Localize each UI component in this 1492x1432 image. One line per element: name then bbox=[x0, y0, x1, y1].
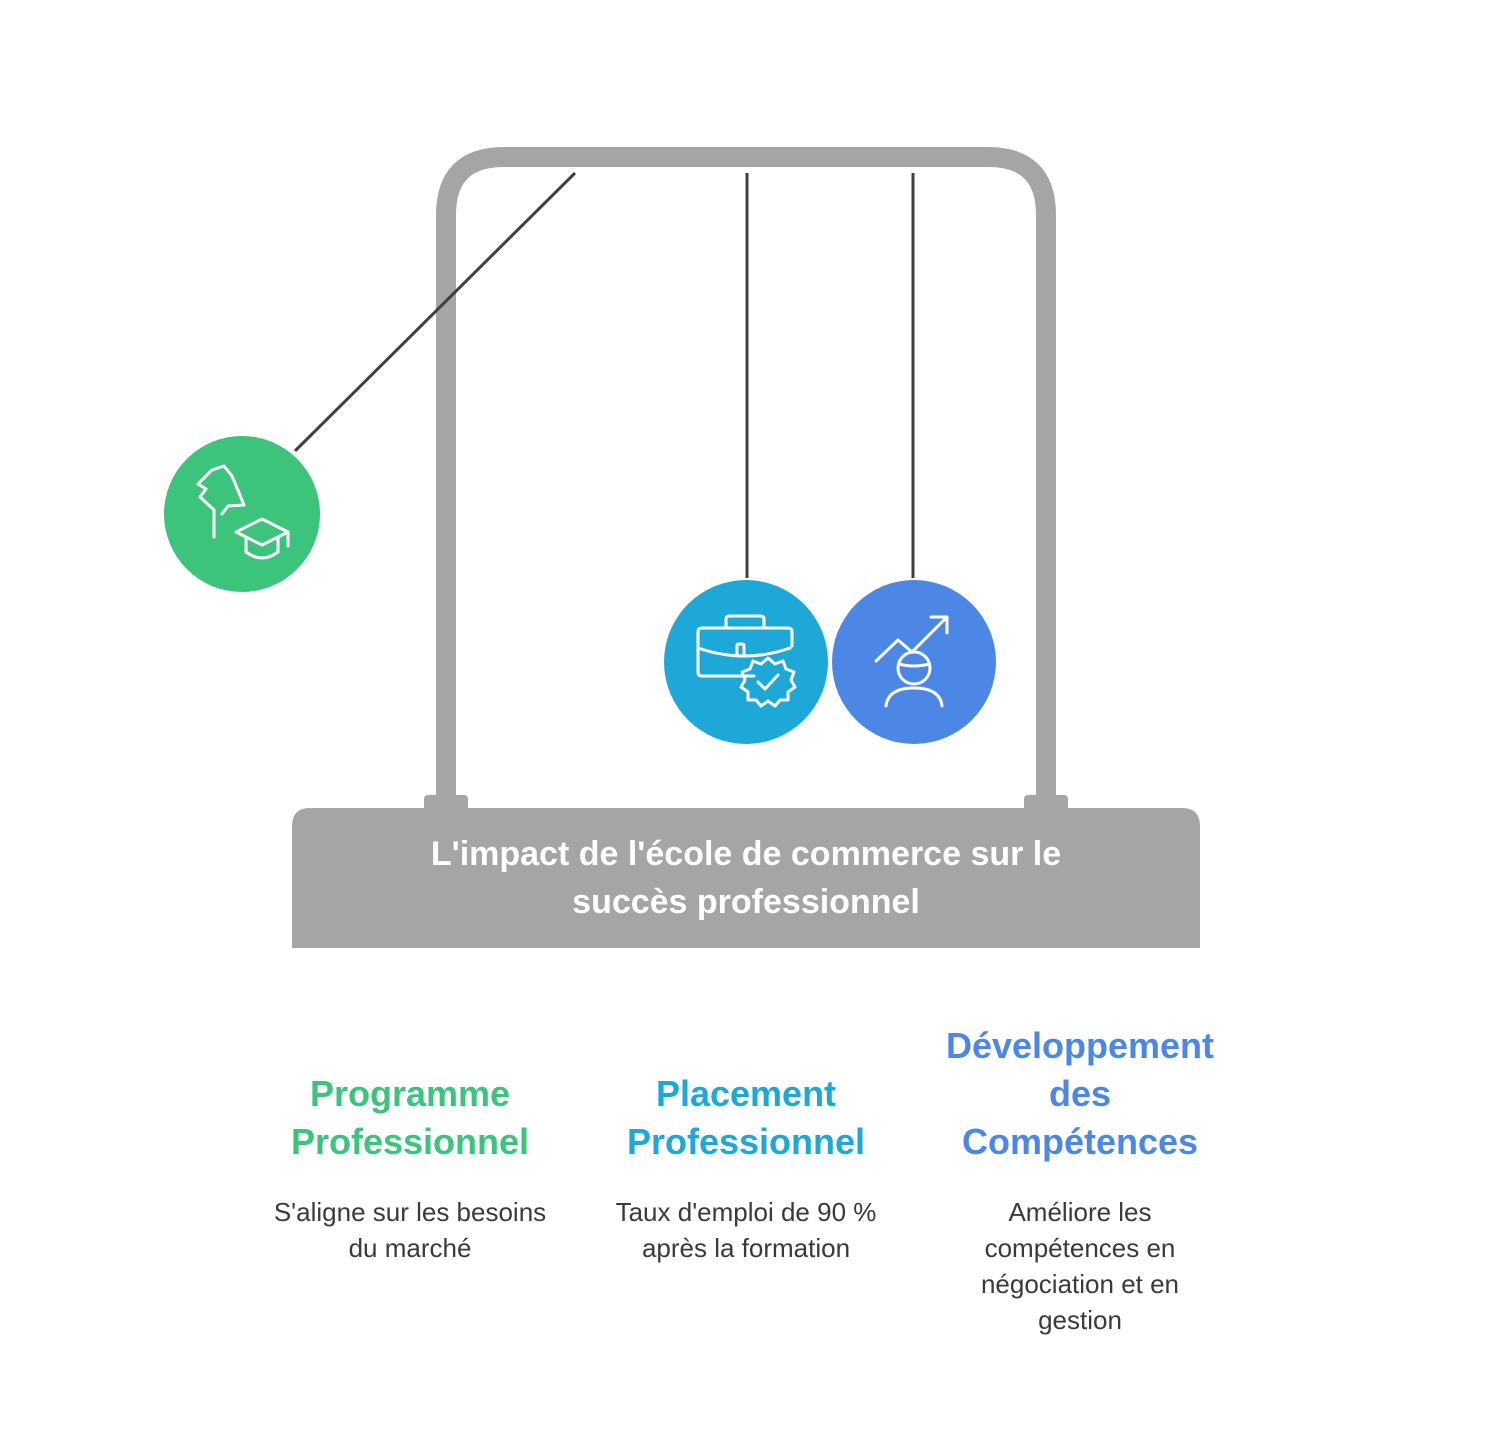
diagram-title: L'impact de l'école de commerce sur le s… bbox=[430, 835, 1062, 921]
string-1 bbox=[293, 171, 577, 453]
item-heading: Développement des Compétences bbox=[945, 1025, 1215, 1162]
item-description: Taux d'emploi de 90 % après la formation bbox=[615, 1197, 877, 1263]
item-heading: Programme Professionnel bbox=[290, 1073, 530, 1162]
item-programme-professionnel: Programme Professionnel S'aligne sur les… bbox=[260, 1022, 560, 1266]
cradle-base bbox=[292, 808, 1200, 948]
frame-foot-right bbox=[1024, 795, 1068, 811]
ball-programme bbox=[164, 436, 320, 592]
ball-developpement bbox=[832, 580, 996, 744]
item-developpement-des-competences: Développement des Compétences Améliore l… bbox=[930, 1022, 1230, 1338]
item-placement-professionnel: Placement Professionnel Taux d'emploi de… bbox=[596, 1022, 896, 1266]
ball-placement bbox=[664, 580, 828, 744]
item-description: Améliore les compétences en négociation … bbox=[980, 1197, 1180, 1335]
cradle-frame bbox=[436, 147, 1056, 795]
person-with-growth-arrow-icon bbox=[874, 615, 949, 708]
briefcase-with-check-badge-icon bbox=[696, 614, 797, 708]
item-heading: Placement Professionnel bbox=[626, 1073, 866, 1162]
hand-with-graduation-cap-icon bbox=[196, 464, 290, 560]
frame-foot-left bbox=[424, 795, 468, 811]
item-description: S'aligne sur les besoins du marché bbox=[273, 1197, 547, 1263]
